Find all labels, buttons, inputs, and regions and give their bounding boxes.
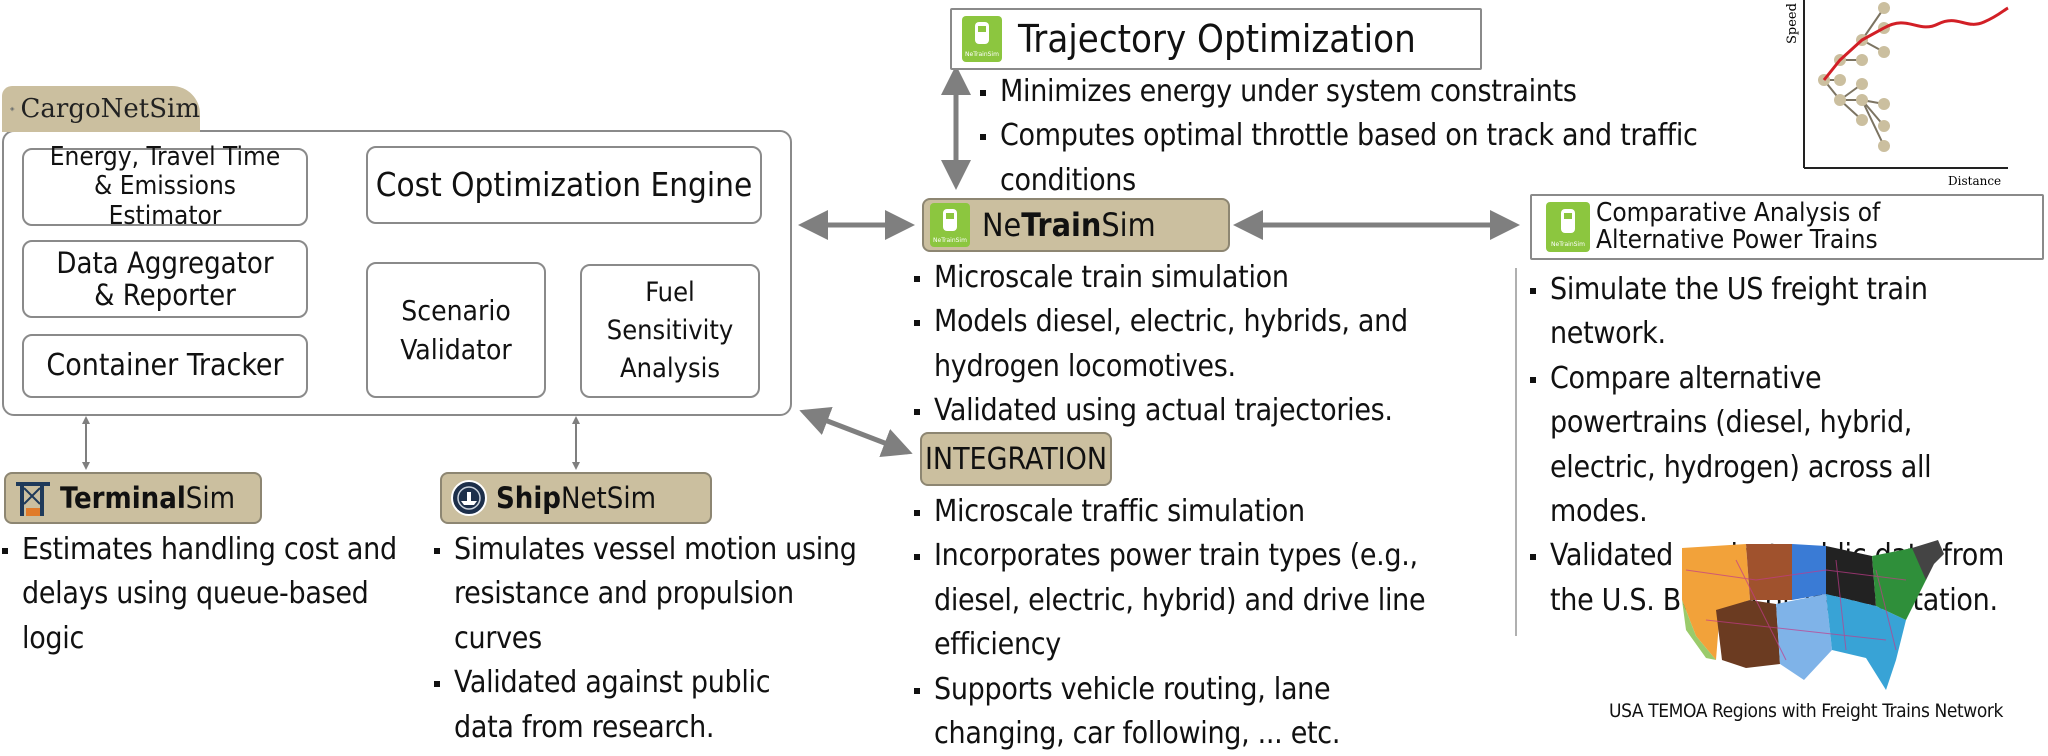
terminalsim-title-bold: Terminal xyxy=(60,481,186,515)
map-region-southwest xyxy=(1716,600,1780,668)
netrainsim-logo-text: NeTrainSim xyxy=(933,237,967,244)
map-region-mountain xyxy=(1746,544,1792,600)
netrainsim-header: NeTrainSim NeTrainSim xyxy=(922,198,1230,252)
trajectory-header: NeTrainSim Trajectory Optimization xyxy=(950,8,1482,70)
map-region-west xyxy=(1682,544,1750,660)
list-item: Simulates vessel motion using resistance… xyxy=(432,528,872,661)
trajectory-logo-text: NeTrainSim xyxy=(965,51,999,59)
integration-title: INTEGRATION xyxy=(924,441,1108,477)
trajectory-tree-plot: Speed Distance xyxy=(1785,0,2009,188)
ship-logo-icon xyxy=(451,480,487,516)
list-item: Incorporates power train types (e.g., di… xyxy=(912,534,1488,667)
map-region-pacific xyxy=(1682,600,1716,660)
map-region-east xyxy=(1872,548,1934,620)
module-scenario-validator: Scenario Validator xyxy=(366,262,546,398)
netrainsim-bullets: Microscale train simulation Models diese… xyxy=(912,256,1512,434)
list-item: Computes optimal throttle based on track… xyxy=(978,114,1798,203)
list-item: Microscale train simulation xyxy=(912,256,1512,300)
list-item: Supports vehicle routing, lane changing,… xyxy=(912,668,1488,756)
list-item: Microscale traffic simulation xyxy=(912,490,1488,534)
list-item: Minimizes energy under system constraint… xyxy=(978,70,1798,114)
cargonetsim-logo-icon xyxy=(10,106,15,112)
crane-icon xyxy=(16,482,50,516)
arrow-cargonet-integration xyxy=(799,406,913,458)
list-item: Compare alternative powertrains (diesel,… xyxy=(1528,357,2036,535)
shipnetsim-title-rest: NetSim xyxy=(560,481,657,515)
shipnetsim-header: ShipNetSim xyxy=(440,472,712,524)
optimal-trajectory-line xyxy=(1822,6,2009,81)
tree-nodes xyxy=(1818,2,1890,152)
comparative-title: Comparative Analysis of Alternative Powe… xyxy=(1596,197,1881,255)
terminalsim-bullets: Estimates handling cost and delays using… xyxy=(0,528,420,661)
map-region-midwest xyxy=(1826,546,1876,606)
list-item: Validated against public data from resea… xyxy=(432,661,872,750)
terminalsim-title: TerminalSim xyxy=(60,481,235,515)
trajectory-title: Trajectory Optimization xyxy=(1018,16,1416,61)
map-rail-lines xyxy=(1685,559,1907,661)
plot-xlabel: Distance xyxy=(1948,174,2001,188)
comparative-header: NeTrainSim Comparative Analysis of Alter… xyxy=(1530,194,2044,260)
netrainsim-logo-icon: NeTrainSim xyxy=(930,203,970,247)
module-data-aggregator: Data Aggregator & Reporter xyxy=(22,240,308,318)
module-container-tracker: Container Tracker xyxy=(22,334,308,398)
list-item: Validated using actual trajectories. xyxy=(912,389,1512,433)
terminalsim-title-rest: Sim xyxy=(185,481,236,515)
netrainsim-title-pre: Ne xyxy=(982,206,1022,244)
list-item: Estimates handling cost and delays using… xyxy=(0,528,420,661)
list-item: Simulate the US freight train network. xyxy=(1528,268,2036,357)
terminalsim-header: TerminalSim xyxy=(4,472,262,524)
plot-ylabel: Speed xyxy=(1785,3,1800,44)
map-caption: USA TEMOA Regions with Freight Trains Ne… xyxy=(1608,700,2004,722)
comparative-logo-text: NeTrainSim xyxy=(1551,241,1585,249)
cargonetsim-tab: CargoNetSim xyxy=(2,86,200,132)
integration-header: INTEGRATION xyxy=(920,432,1112,486)
integration-bullets: Microscale traffic simulation Incorporat… xyxy=(912,490,1488,756)
map-region-northeast xyxy=(1912,540,1944,580)
module-fuel-sensitivity: Fuel Sensitivity Analysis xyxy=(580,264,760,398)
trajectory-logo-icon: NeTrainSim xyxy=(962,16,1002,62)
shipnetsim-title: ShipNetSim xyxy=(496,481,656,515)
comparative-logo-icon: NeTrainSim xyxy=(1546,202,1590,252)
map-region-central xyxy=(1776,594,1832,680)
tree-branches xyxy=(1823,7,1885,147)
netrainsim-title-bold: Train xyxy=(1021,206,1102,244)
module-cost-optimization-engine: Cost Optimization Engine xyxy=(366,146,762,224)
netrainsim-title: NeTrainSim xyxy=(982,206,1156,244)
cargonetsim-title: CargoNetSim xyxy=(20,94,201,124)
module-energy-estimator: Energy, Travel Time & Emissions Estimato… xyxy=(22,143,308,230)
list-item: Models diesel, electric, hybrids, and hy… xyxy=(912,300,1512,389)
shipnetsim-bullets: Simulates vessel motion using resistance… xyxy=(432,528,872,750)
map-region-southeast xyxy=(1826,594,1906,690)
usa-temoa-map xyxy=(1682,540,1944,690)
netrainsim-title-rest: Sim xyxy=(1101,206,1156,244)
shipnetsim-title-bold: Ship xyxy=(496,481,561,515)
trajectory-bullets: Minimizes energy under system constraint… xyxy=(978,70,1798,203)
